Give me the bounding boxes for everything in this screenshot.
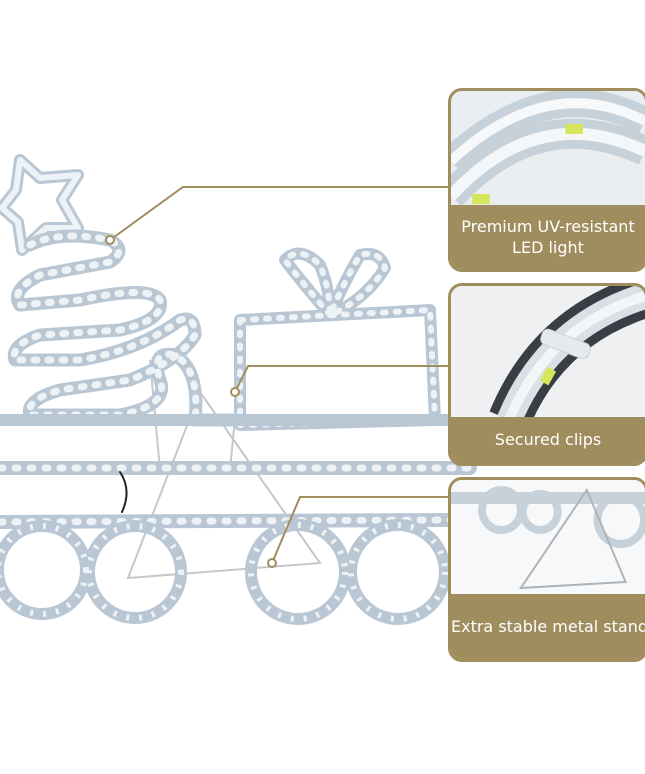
star-shape xyxy=(0,154,84,256)
callout-panel-stand: Extra stable metal stand xyxy=(448,477,645,662)
gift-box-shape xyxy=(234,247,441,431)
led-closeup-photo xyxy=(451,91,645,208)
train-body xyxy=(0,414,477,529)
callout-title: Premium UV-resistant xyxy=(461,217,635,236)
callout-caption: Secured clips xyxy=(451,417,645,463)
christmas-tree-shape xyxy=(7,229,247,427)
callout-caption: Extra stable metal stand xyxy=(451,594,645,659)
callout-subtitle: LED light xyxy=(512,238,584,257)
stand-closeup-photo xyxy=(451,480,645,597)
wheel-shape xyxy=(0,519,451,625)
callout-caption: Premium UV-resistant LED light xyxy=(451,205,645,269)
callout-panel-led: Premium UV-resistant LED light xyxy=(448,88,645,272)
clip-closeup-photo xyxy=(451,286,645,420)
callout-leader-lines xyxy=(105,186,452,568)
callout-panel-clips: Secured clips xyxy=(448,283,645,466)
